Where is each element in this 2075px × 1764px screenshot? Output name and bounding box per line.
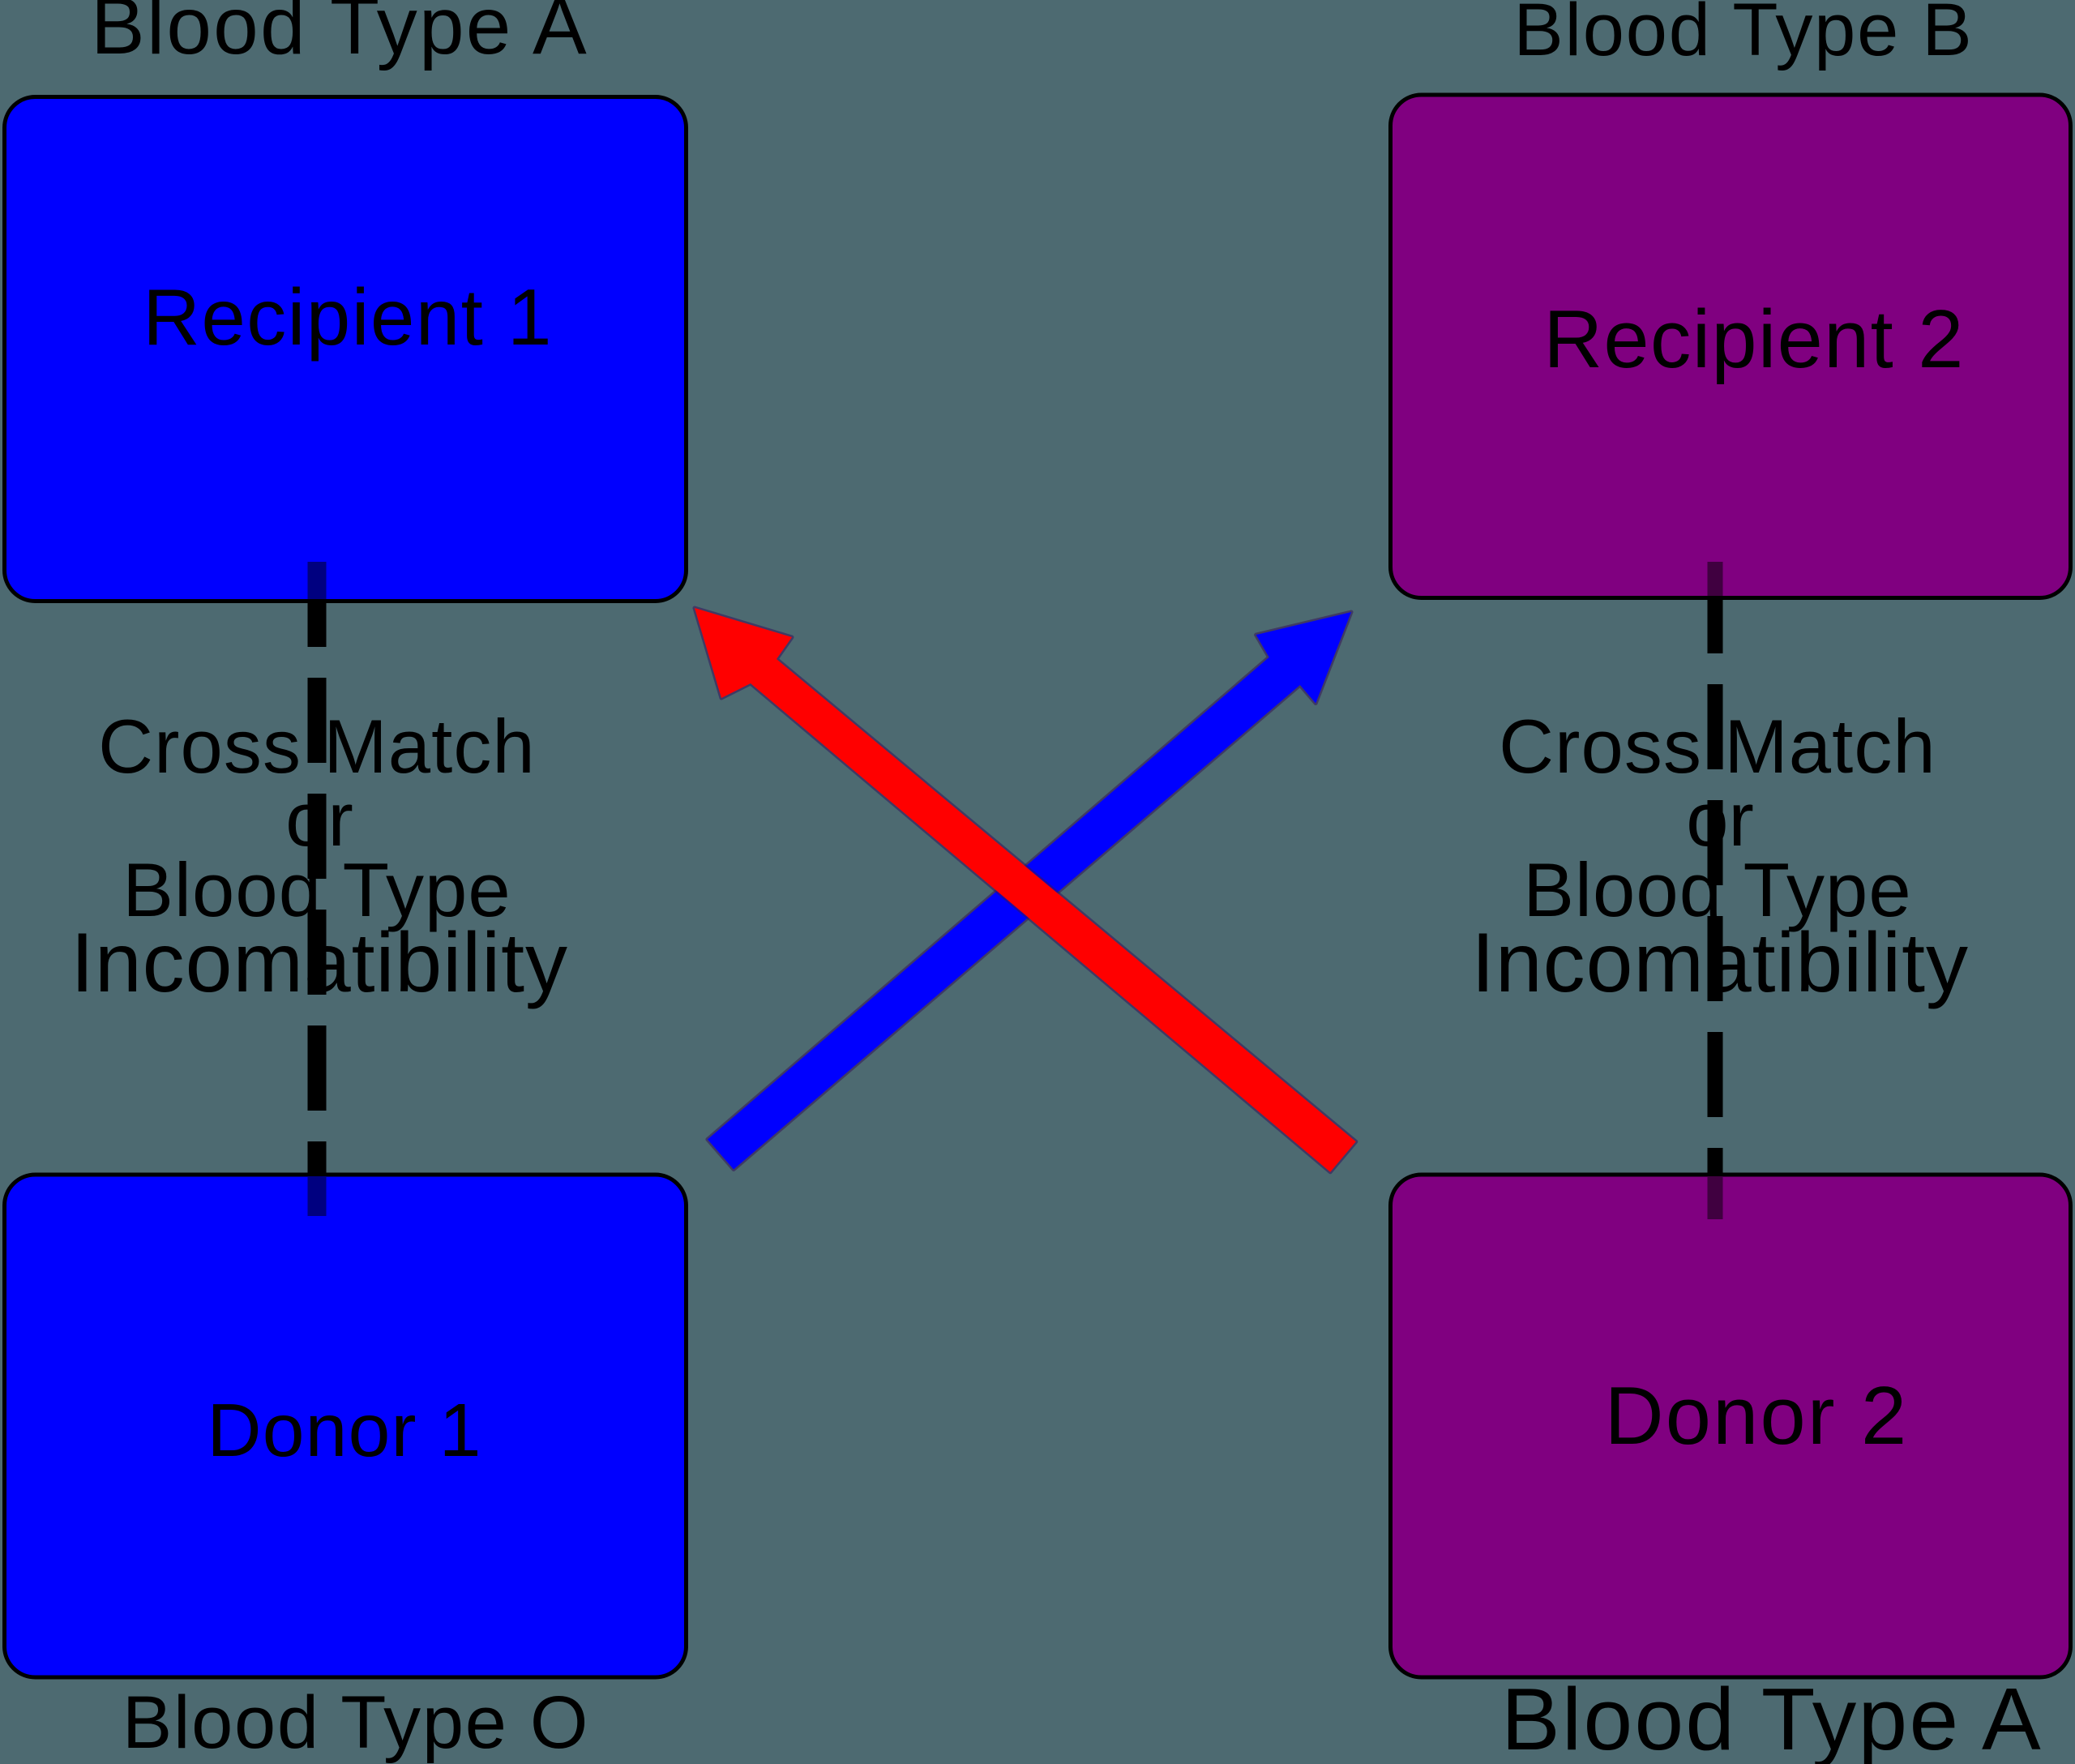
svg-text:Blood Type B: Blood Type B: [1513, 0, 1973, 71]
svg-text:Incomatibility: Incomatibility: [1471, 916, 1969, 1010]
svg-text:Blood Type: Blood Type: [122, 847, 511, 932]
svg-text:Blood Type A: Blood Type A: [91, 0, 588, 71]
svg-text:Donor 1: Donor 1: [207, 1388, 481, 1472]
svg-text:Recipient 1: Recipient 1: [143, 272, 553, 362]
svg-text:Blood Type: Blood Type: [1523, 847, 1912, 932]
svg-text:Blood Type A: Blood Type A: [1501, 1670, 2043, 1764]
svg-text:Cross Match: Cross Match: [98, 704, 536, 789]
svg-text:or: or: [1686, 777, 1754, 862]
svg-text:Incomatibility: Incomatibility: [71, 916, 568, 1010]
svg-text:Donor 2: Donor 2: [1605, 1371, 1909, 1462]
svg-text:or: or: [285, 777, 353, 862]
svg-text:Blood Type O: Blood Type O: [122, 1681, 589, 1764]
svg-text:Cross Match: Cross Match: [1499, 704, 1936, 789]
svg-text:Recipient 2: Recipient 2: [1543, 294, 1965, 385]
